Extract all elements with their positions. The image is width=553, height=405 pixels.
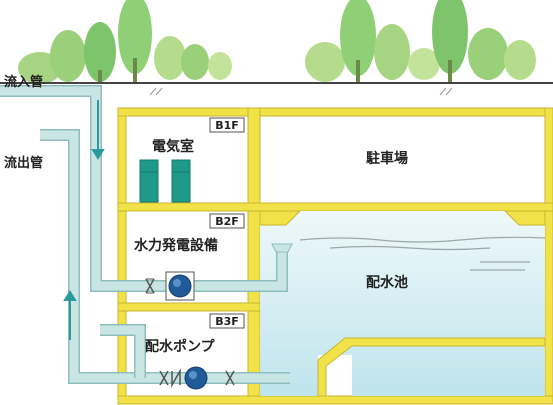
tree bbox=[84, 22, 116, 82]
distribution-pump bbox=[159, 366, 235, 390]
reservoir-water bbox=[260, 211, 545, 396]
floor-b3: B3F bbox=[215, 315, 239, 328]
water-surface bbox=[299, 236, 546, 271]
tree bbox=[208, 52, 232, 80]
tree bbox=[181, 44, 209, 80]
tree bbox=[340, 0, 376, 76]
tree bbox=[374, 24, 410, 80]
floor-b1: B1F bbox=[215, 119, 239, 132]
tree bbox=[432, 0, 468, 74]
label-pump: 配水ポンプ bbox=[145, 338, 216, 355]
pipes bbox=[0, 85, 293, 384]
tree bbox=[468, 28, 508, 80]
arrow-up-icon bbox=[63, 290, 77, 301]
tree bbox=[154, 36, 186, 80]
tank bbox=[171, 159, 191, 203]
label-parking: 駐車場 bbox=[366, 150, 408, 167]
reservoir-step bbox=[317, 337, 546, 397]
hydro-generator bbox=[145, 271, 195, 301]
tree bbox=[504, 40, 536, 80]
floor-tags: B1F B2F B3F bbox=[209, 117, 245, 329]
arrow-down-icon bbox=[91, 149, 105, 160]
tree bbox=[118, 0, 152, 74]
label-hydro-power: 水力発電設備 bbox=[134, 237, 218, 254]
tank bbox=[139, 159, 159, 203]
label-outflow-pipe: 流出管 bbox=[4, 155, 43, 171]
trees-left bbox=[18, 0, 232, 84]
trees-right bbox=[305, 0, 536, 82]
label-inflow-pipe: 流入管 bbox=[4, 74, 43, 90]
floor-b2: B2F bbox=[215, 215, 239, 228]
flow-arrows bbox=[63, 100, 105, 340]
tree bbox=[305, 42, 345, 82]
label-electrical-room: 電気室 bbox=[152, 138, 194, 155]
label-reservoir: 配水池 bbox=[366, 274, 408, 291]
electrical-tanks bbox=[139, 159, 191, 203]
tree bbox=[408, 48, 440, 80]
ground-hatch bbox=[149, 87, 453, 96]
tree bbox=[50, 30, 86, 82]
